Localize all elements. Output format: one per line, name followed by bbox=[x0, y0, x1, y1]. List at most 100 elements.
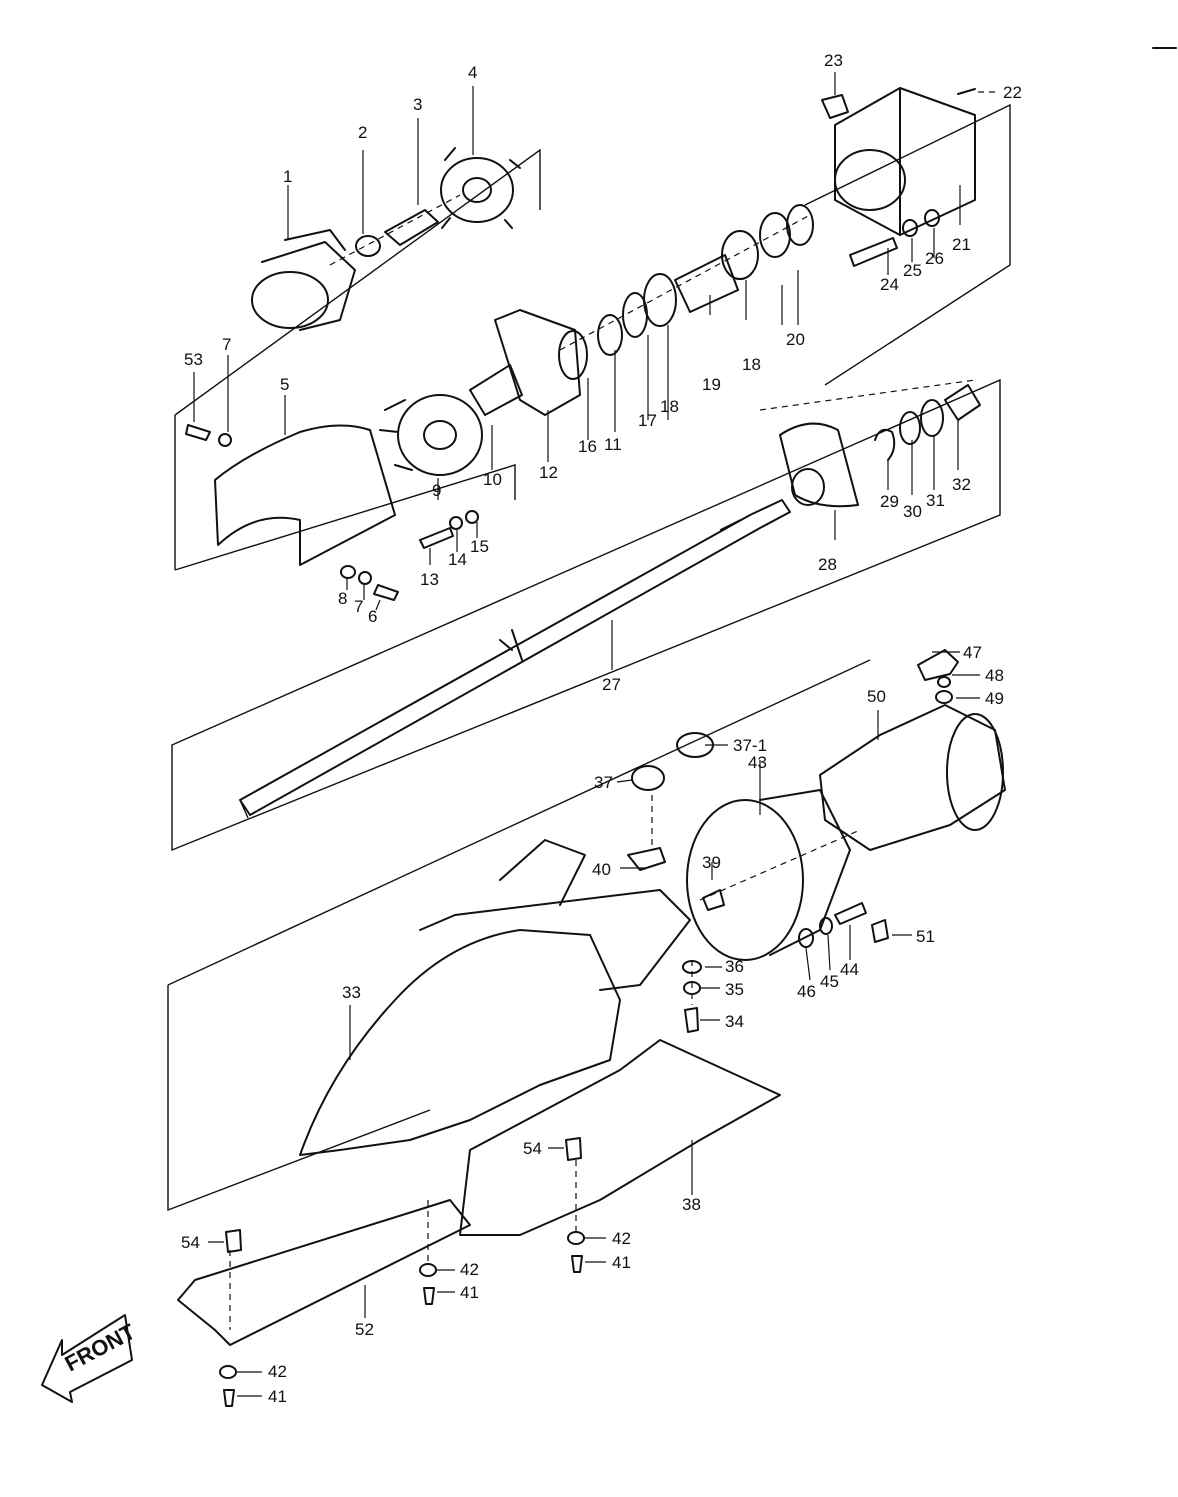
clip-29-part bbox=[874, 428, 896, 461]
callout-27: 27 bbox=[602, 675, 621, 694]
callout-10: 10 bbox=[483, 470, 502, 489]
cap-37-part bbox=[631, 765, 665, 791]
callout-36: 36 bbox=[725, 957, 744, 976]
pump-housing-21-part bbox=[834, 87, 976, 236]
callout-25: 25 bbox=[903, 261, 922, 280]
washer-42b-part bbox=[419, 1263, 437, 1277]
bolt-6-part bbox=[373, 584, 399, 601]
callout-35: 35 bbox=[725, 980, 744, 999]
callout-44: 44 bbox=[840, 960, 859, 979]
callout-15: 15 bbox=[470, 537, 489, 556]
cover-plate-38-part bbox=[459, 1039, 781, 1236]
callout-28: 28 bbox=[818, 555, 837, 574]
callout-29: 29 bbox=[880, 492, 899, 511]
callout-41-left: 41 bbox=[268, 1387, 287, 1406]
callout-31: 31 bbox=[926, 491, 945, 510]
callout-5: 5 bbox=[280, 375, 289, 394]
callout-41-center: 41 bbox=[612, 1253, 631, 1272]
bolt-3-part bbox=[384, 209, 439, 246]
callout-50: 50 bbox=[867, 687, 886, 706]
callout-51: 51 bbox=[916, 927, 935, 946]
fitting-39-part bbox=[702, 889, 725, 911]
callout-11: 11 bbox=[604, 435, 622, 454]
bolt-13-part bbox=[419, 527, 454, 549]
callout-49: 49 bbox=[985, 689, 1004, 708]
callout-20: 20 bbox=[786, 330, 805, 349]
bolt-53-part bbox=[185, 424, 211, 441]
callout-39: 39 bbox=[702, 853, 721, 872]
callout-41-mid: 41 bbox=[460, 1283, 479, 1302]
callout-52: 52 bbox=[355, 1320, 374, 1339]
callout-40: 40 bbox=[592, 860, 611, 879]
seal-11-part bbox=[597, 314, 623, 356]
shaft-19-part bbox=[674, 254, 739, 313]
washer-8-part bbox=[340, 565, 356, 579]
washer-14-part bbox=[449, 516, 463, 530]
callout-17: 17 bbox=[638, 411, 657, 430]
callout-42-center: 42 bbox=[612, 1229, 631, 1248]
callout-54-left: 54 bbox=[181, 1233, 200, 1252]
front-label: FRONT bbox=[61, 1319, 140, 1377]
callout-8: 8 bbox=[338, 589, 347, 608]
washer-25-part bbox=[902, 219, 918, 237]
impeller-cap-part bbox=[251, 229, 356, 331]
washer-42a-part bbox=[567, 1231, 585, 1245]
callout-12: 12 bbox=[539, 463, 558, 482]
bolt-51-part bbox=[871, 919, 889, 943]
washer-15-part bbox=[465, 510, 479, 524]
callout-2: 2 bbox=[358, 123, 367, 142]
washer-42c-part bbox=[219, 1365, 237, 1379]
bracket-40-part bbox=[627, 847, 666, 871]
ring-31-part bbox=[920, 399, 944, 437]
callout-9: 9 bbox=[432, 481, 441, 500]
callout-47: 47 bbox=[963, 643, 982, 662]
callout-38: 38 bbox=[682, 1195, 701, 1214]
front-direction-arrow: FRONT bbox=[41, 1314, 140, 1403]
group-box-housing bbox=[167, 659, 871, 1212]
bearing-18b-part bbox=[721, 230, 759, 280]
washer-7b-part bbox=[358, 571, 372, 585]
callout-26: 26 bbox=[925, 249, 944, 268]
callout-23: 23 bbox=[824, 51, 843, 70]
cover-5-part bbox=[214, 424, 396, 566]
assembly-axis-upper bbox=[329, 194, 976, 411]
stator-43-part bbox=[686, 789, 851, 961]
callout-34: 34 bbox=[725, 1012, 744, 1031]
callout-14: 14 bbox=[448, 550, 467, 569]
callout-7-upper: 7 bbox=[222, 335, 231, 354]
callout-19: 19 bbox=[702, 375, 721, 394]
pump-mount-33-part bbox=[299, 839, 691, 1156]
callout-54-center: 54 bbox=[523, 1139, 542, 1158]
callout-3: 3 bbox=[413, 95, 422, 114]
washer-49-part bbox=[935, 690, 953, 704]
callout-leaders bbox=[193, 86, 980, 1397]
callout-37-1: 37-1 bbox=[733, 736, 767, 755]
bearing-20a-part bbox=[759, 212, 791, 258]
stud-54a-part bbox=[565, 1137, 582, 1161]
drive-shaft-27-part bbox=[239, 499, 791, 819]
callout-46: 46 bbox=[797, 982, 816, 1001]
callout-32: 32 bbox=[952, 475, 971, 494]
callout-42-mid: 42 bbox=[460, 1260, 479, 1279]
callout-30: 30 bbox=[903, 502, 922, 521]
callout-13: 13 bbox=[420, 570, 439, 589]
group-box-pump-front bbox=[174, 148, 541, 571]
bolt-44-part bbox=[834, 902, 867, 925]
assembly-axis-lower bbox=[229, 795, 861, 1330]
ring-30-part bbox=[899, 411, 921, 445]
callout-48: 48 bbox=[985, 666, 1004, 685]
pin-22-part bbox=[957, 88, 976, 95]
nozzle-50-part bbox=[819, 704, 1006, 851]
callout-1: 1 bbox=[283, 167, 292, 186]
washer-46-part bbox=[798, 928, 814, 948]
callout-22: 22 bbox=[1003, 83, 1022, 102]
cap-32-part bbox=[944, 384, 981, 421]
sleeve-10-part bbox=[469, 364, 523, 416]
callout-45: 45 bbox=[820, 972, 839, 991]
callout-24: 24 bbox=[880, 275, 899, 294]
callout-42-left: 42 bbox=[268, 1362, 287, 1381]
washer-7a-part bbox=[218, 433, 232, 447]
washer-2-part bbox=[355, 235, 381, 257]
group-box-shaft bbox=[171, 378, 1001, 852]
callout-16: 16 bbox=[578, 437, 597, 456]
